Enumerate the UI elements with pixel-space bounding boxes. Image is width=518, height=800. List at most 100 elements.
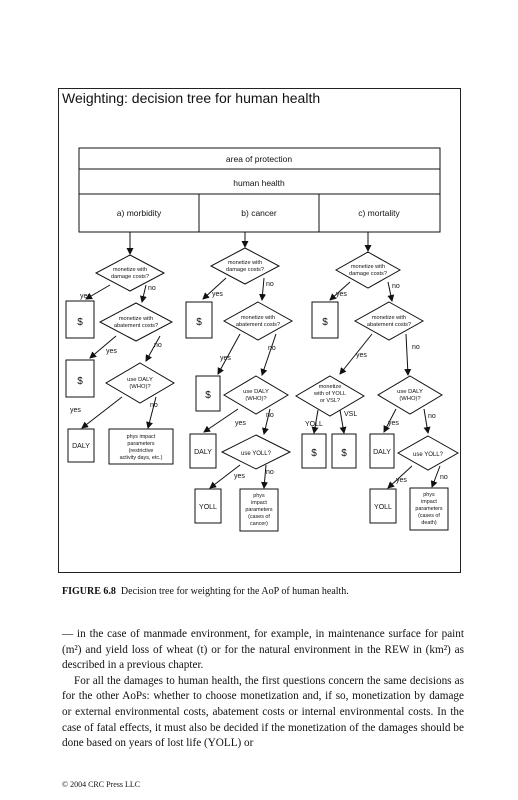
c-no-3: no xyxy=(428,413,436,420)
c-yes-3: yes xyxy=(388,420,399,427)
b-monetize-damage-l2: damage costs? xyxy=(226,267,264,273)
a-phys-l1: phys impact xyxy=(127,434,156,440)
c-use-daly-diamond xyxy=(377,375,443,415)
a-no-1: no xyxy=(148,285,156,292)
c-dollar-3: $ xyxy=(341,448,347,459)
c-use-daly-l2: (WHO)? xyxy=(399,396,421,402)
b-phys-l3: parameters xyxy=(245,507,273,513)
c-use-yoll: use YOLL? xyxy=(413,452,444,458)
a-use-daly-l2: (WHO)? xyxy=(129,384,151,390)
b-monetize-damage-diamond xyxy=(209,247,281,285)
c-use-yoll-diamond xyxy=(396,435,460,471)
c-monetize-yoll-vsl-diamond xyxy=(295,375,365,417)
a-phys-box xyxy=(108,428,174,465)
b-no-2: no xyxy=(268,345,276,352)
a-monetize-damage-l2: damage costs? xyxy=(111,274,149,280)
c-dollar-box-3 xyxy=(331,433,357,469)
c-dollar-box-1 xyxy=(311,301,339,339)
a-monetize-damage-l1: monetize with xyxy=(113,267,147,273)
c-phys-l5: death) xyxy=(421,520,436,526)
a-yes-2: yes xyxy=(106,348,117,355)
caption-text: Decision tree for weighting for the AoP … xyxy=(120,586,349,597)
a-no-2: no xyxy=(154,342,162,349)
c-phys-l3: parameters xyxy=(415,506,443,512)
a-monetize-damage-diamond xyxy=(94,254,166,292)
c-daly: DALY xyxy=(373,449,391,456)
c-monetize-abatement-l1: monetize with xyxy=(372,315,406,321)
b-phys-box xyxy=(239,488,279,532)
body-text: — in the case of manmade environment, fo… xyxy=(62,627,464,752)
header-human-health: human health xyxy=(233,178,285,188)
b-no-1: no xyxy=(266,281,274,288)
b-daly-box xyxy=(189,433,217,469)
a-phys-l3: (restrictive xyxy=(129,448,154,454)
body-paragraph-1: — in the case of manmade environment, fo… xyxy=(62,628,464,672)
a-no-3: no xyxy=(150,402,158,409)
c-monetize-damage-diamond xyxy=(334,251,402,289)
c-phys-l1: phys xyxy=(423,492,435,498)
a-phys-l2: parameters xyxy=(127,441,155,447)
b-phys-l2: impact xyxy=(251,500,267,506)
b-yes-1: yes xyxy=(212,291,223,298)
c-yoll: YOLL xyxy=(374,504,392,511)
b-dollar-box-1 xyxy=(185,301,213,339)
column-morbidity: monetize with damage costs? yes no $ mon… xyxy=(65,232,175,465)
c-vsl-label: VSL xyxy=(344,411,357,418)
a-dollar-1: $ xyxy=(77,317,83,328)
c-yes-4: yes xyxy=(396,477,407,484)
a-monetize-abatement-l1: monetize with xyxy=(119,316,153,322)
a-phys-l4: activity days, etc.) xyxy=(120,455,163,461)
b-use-daly-diamond xyxy=(223,375,289,415)
b-yes-4: yes xyxy=(234,473,245,480)
b-no-3: no xyxy=(266,412,274,419)
c-yes-1: yes xyxy=(336,291,347,298)
b-use-yoll: use YOLL? xyxy=(241,451,272,457)
header-col-cancer: b) cancer xyxy=(241,208,277,218)
c-dollar-box-2 xyxy=(301,433,327,469)
c-dollar-2: $ xyxy=(311,448,317,459)
c-yes-2: yes xyxy=(356,352,367,359)
b-phys-l4: (cases of xyxy=(248,514,270,520)
b-monetize-abatement-l2: abatement costs? xyxy=(236,322,280,328)
c-no-4: no xyxy=(440,474,448,481)
c-monetize-damage-l2: damage costs? xyxy=(349,271,387,277)
figure-caption: FIGURE 6.8 Decision tree for weighting f… xyxy=(62,586,349,597)
column-cancer: monetize with damage costs? yes no $ mon… xyxy=(185,232,294,532)
header-col-morbidity: a) morbidity xyxy=(117,208,162,218)
b-yoll: YOLL xyxy=(199,504,217,511)
header-table xyxy=(78,147,441,233)
c-monetize-damage-l1: monetize with xyxy=(351,264,385,270)
a-yes-1: yes xyxy=(80,293,91,300)
c-monetize-yoll-vsl-l1: monetize xyxy=(319,384,342,390)
b-dollar-2: $ xyxy=(205,390,211,401)
b-yes-2: yes xyxy=(220,355,231,362)
a-monetize-abatement-l2: abatement costs? xyxy=(114,323,158,329)
c-monetize-abatement-diamond xyxy=(353,301,425,341)
figure-frame xyxy=(58,88,461,573)
c-yoll-label: YOLL xyxy=(305,421,323,428)
b-monetize-abatement-l1: monetize with xyxy=(241,315,275,321)
b-use-daly-l2: (WHO)? xyxy=(245,396,267,402)
b-phys-l5: cancer) xyxy=(250,521,268,527)
a-daly-box xyxy=(67,428,95,463)
b-yoll-box xyxy=(194,488,222,524)
c-phys-l4: (cases of xyxy=(418,513,440,519)
b-use-yoll-diamond xyxy=(220,434,292,470)
a-yes-3: yes xyxy=(70,407,81,414)
c-yoll-box xyxy=(369,488,397,524)
a-dollar-box-1 xyxy=(65,300,95,339)
a-dollar-2: $ xyxy=(77,376,83,387)
a-use-daly-l1: use DALY xyxy=(127,377,153,383)
b-monetize-damage-l1: monetize with xyxy=(228,260,262,266)
b-yes-3: yes xyxy=(235,420,246,427)
c-monetize-abatement-l2: abatement costs? xyxy=(367,322,411,328)
b-dollar-box-2 xyxy=(195,375,221,412)
b-use-daly-l1: use DALY xyxy=(243,389,269,395)
b-daly: DALY xyxy=(194,449,212,456)
c-phys-box xyxy=(409,487,449,531)
header-col-mortality: c) mortality xyxy=(358,208,400,218)
caption-label: FIGURE 6.8 xyxy=(62,586,116,597)
a-monetize-abatement-diamond xyxy=(98,302,174,342)
column-mortality: monetize with damage costs? yes no $ mon… xyxy=(295,232,460,531)
